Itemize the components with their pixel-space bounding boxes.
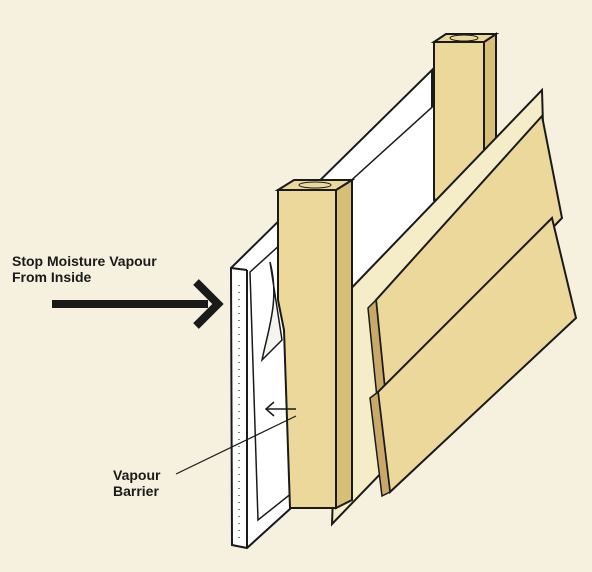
front-stud-top: [274, 179, 356, 191]
back-stud-top: [430, 33, 500, 43]
stop-moisture-line2: From Inside: [12, 269, 92, 285]
left-arrow-icon: [264, 401, 296, 417]
back-stud-grain: [449, 34, 479, 42]
stop-moisture-label: Stop Moisture Vapour From Inside: [12, 253, 157, 285]
vapour-barrier-line1: Vapour: [113, 467, 161, 483]
siding-board-lower-edge: [369, 390, 391, 498]
front-stud-side: [335, 178, 353, 510]
drywall-top-edge: [230, 267, 248, 271]
front-stud-grain: [298, 181, 332, 189]
vapour-barrier-leader: [175, 415, 297, 475]
right-arrow-icon: [52, 279, 224, 329]
barrier-fold-left: [260, 261, 283, 363]
vapour-barrier-label: Vapour Barrier: [113, 467, 160, 499]
stop-moisture-line1: Stop Moisture Vapour: [12, 253, 157, 269]
vapour-barrier-line2: Barrier: [113, 483, 159, 499]
